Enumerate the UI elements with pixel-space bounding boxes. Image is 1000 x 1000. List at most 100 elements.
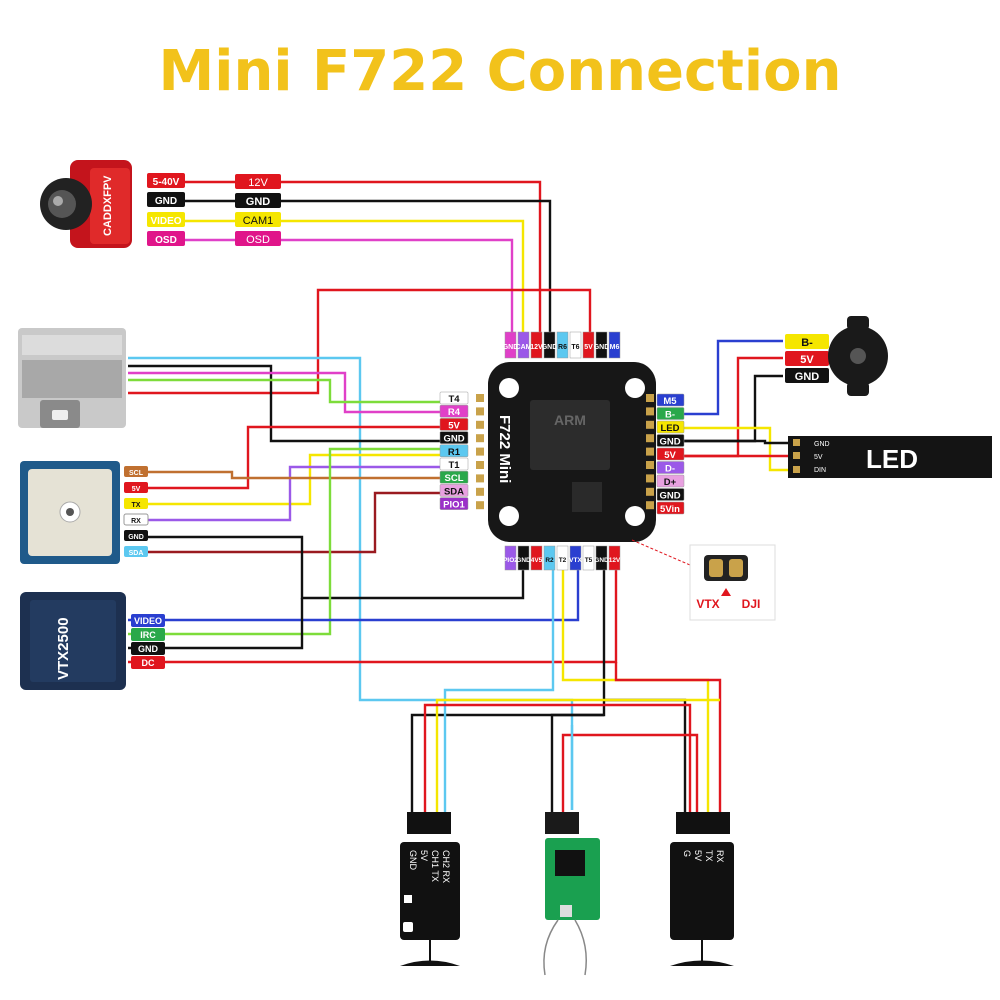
wire-gps-tx: [128, 453, 440, 506]
fc-right-pad-tag: [656, 474, 685, 488]
fc-name: F722 Mini: [496, 415, 513, 483]
fc-right-pad-tag: [656, 420, 685, 434]
page-title: Mini F722 Connection: [159, 39, 842, 104]
vtx-pin-gnd: GND: [138, 644, 159, 654]
fc-left-pad-label: PIO1: [443, 500, 465, 511]
fc-left-pad-tag: [439, 391, 469, 405]
fc-top-pad-tag: [517, 331, 530, 359]
fc-bottom-pad-tag: [556, 545, 569, 571]
wire-gps-sda: [128, 491, 440, 554]
jumper-label-dji: DJI: [742, 597, 761, 611]
fc-right-pad-label: LED: [661, 423, 680, 434]
fc-bottom-pad-label: PIO2: [503, 557, 518, 564]
gps-pin-tx: TX: [132, 502, 141, 509]
vtx-pin-video: VIDEO: [134, 616, 162, 626]
fc-right-pad-label: GND: [659, 437, 680, 448]
fc-top-pad-label: GND: [594, 344, 610, 351]
solder-pad: [476, 501, 484, 510]
wires: [128, 180, 790, 812]
flight-controller: ARM F722 Mini: [476, 362, 656, 542]
gps-pin-sda: SDA: [129, 550, 144, 557]
wire-rxmod-r4: [128, 371, 440, 414]
led-pin-gnd: GND: [814, 441, 830, 448]
fc-top-pad-label: GND: [503, 344, 519, 351]
fc-top-pad-tag: [543, 331, 556, 359]
chip-brand: ARM: [554, 412, 586, 428]
fc-right-pad-label: M5: [663, 396, 677, 407]
gps-pin-gnd: GND: [128, 534, 144, 541]
fc-right-pad-label: D-: [665, 464, 675, 475]
fc-top-pad-tag: [595, 331, 608, 359]
fc-left-pad-tag: [439, 444, 469, 458]
fc-right-pad-tag: [656, 488, 685, 501]
solder-pad: [476, 487, 484, 496]
arrow-up-icon: [721, 588, 731, 596]
fc-top-pad-label: R6: [558, 344, 567, 351]
fc-top-pad-tag: [530, 331, 543, 359]
wire-gps-rx: [128, 465, 440, 522]
fc-left-pad-label: SDA: [444, 486, 464, 497]
solder-pad: [476, 407, 484, 416]
vtx-module: VTX2500 VIDEO IRC GND DC: [20, 592, 165, 690]
fc-solder-pads: [476, 394, 654, 510]
wire-gps-scl: [128, 470, 440, 480]
wire-dc-branch: [614, 662, 722, 812]
wire-cam-video: [185, 219, 525, 332]
buzzer-pin-5v: 5V: [800, 354, 814, 366]
receiver-pin-label: CH1 TX: [430, 850, 440, 882]
fc-right-pad-tag: [656, 461, 685, 474]
wire-cam-12v: [185, 180, 542, 332]
solder-pad: [476, 420, 484, 429]
vtx-name: VTX2500: [55, 617, 72, 680]
fc-bottom-pad-label: T2: [559, 557, 567, 564]
solder-pad: [476, 434, 484, 443]
receiver-pin-label: CH2 RX: [441, 850, 451, 883]
fc-top-pad-tag: [569, 331, 582, 359]
usb-c-icon: [52, 410, 68, 420]
camera: CADDXFPV 5-40V GND VIDEO OSD 12V GND CAM…: [40, 160, 281, 248]
receiver-pin-label: 5V: [419, 850, 429, 861]
wire-buzzer-b: [683, 339, 783, 416]
fc-left-pad-tag: [439, 431, 469, 444]
solder-pad: [646, 487, 654, 496]
receiver-middle: [543, 812, 600, 976]
led-label: LED: [866, 444, 918, 474]
fc-right-pad-label: 5Vin: [660, 504, 680, 515]
fc-left-pad-label: R4: [448, 407, 461, 418]
receiver-pin-label: 5V: [693, 850, 703, 861]
fc-right-pad-tag: [656, 434, 685, 447]
wire-top-5v: [128, 288, 592, 395]
buzzer-pin-gnd: GND: [795, 371, 820, 383]
fc-bottom-pad-label: 4V5: [531, 557, 543, 564]
wire-vtx-video: [128, 565, 580, 622]
fc-bottom-pad-tag: [530, 545, 543, 571]
camera-fc-12v: 12V: [248, 177, 268, 189]
solder-pad: [646, 394, 654, 402]
wire-cam-osd: [185, 238, 514, 332]
fc-left-pad-tag: [439, 484, 469, 497]
fc-bottom-pad-tag: [517, 545, 530, 571]
camera-pin-power: 5-40V: [153, 177, 180, 188]
vtx-pin-irc: IRC: [140, 630, 156, 640]
solder-pad: [476, 474, 484, 483]
wire-gps-5v: [128, 425, 440, 490]
solder-pad: [646, 474, 654, 483]
camera-fc-gnd: GND: [246, 196, 271, 208]
camera-brand: CADDXFPV: [102, 175, 114, 236]
solder-pad: [476, 394, 484, 402]
wire-r2: [443, 565, 555, 812]
jumper-callout: VTX DJI: [631, 539, 776, 621]
solder-pad: [646, 447, 654, 456]
receiver-module: [18, 328, 126, 428]
fc-right-pad-label: 5V: [664, 450, 676, 461]
fc-left-pad-label: T1: [448, 460, 460, 471]
solder-pad: [646, 501, 654, 510]
solder-pad: [646, 434, 654, 443]
mcu-chip: [530, 400, 610, 470]
vtx-pin-dc: DC: [142, 658, 155, 668]
jumper-label-vtx: VTX: [696, 597, 719, 611]
wire-rx-left-tx: [435, 698, 720, 812]
fc-bottom-pad-label: 12V: [609, 557, 621, 564]
